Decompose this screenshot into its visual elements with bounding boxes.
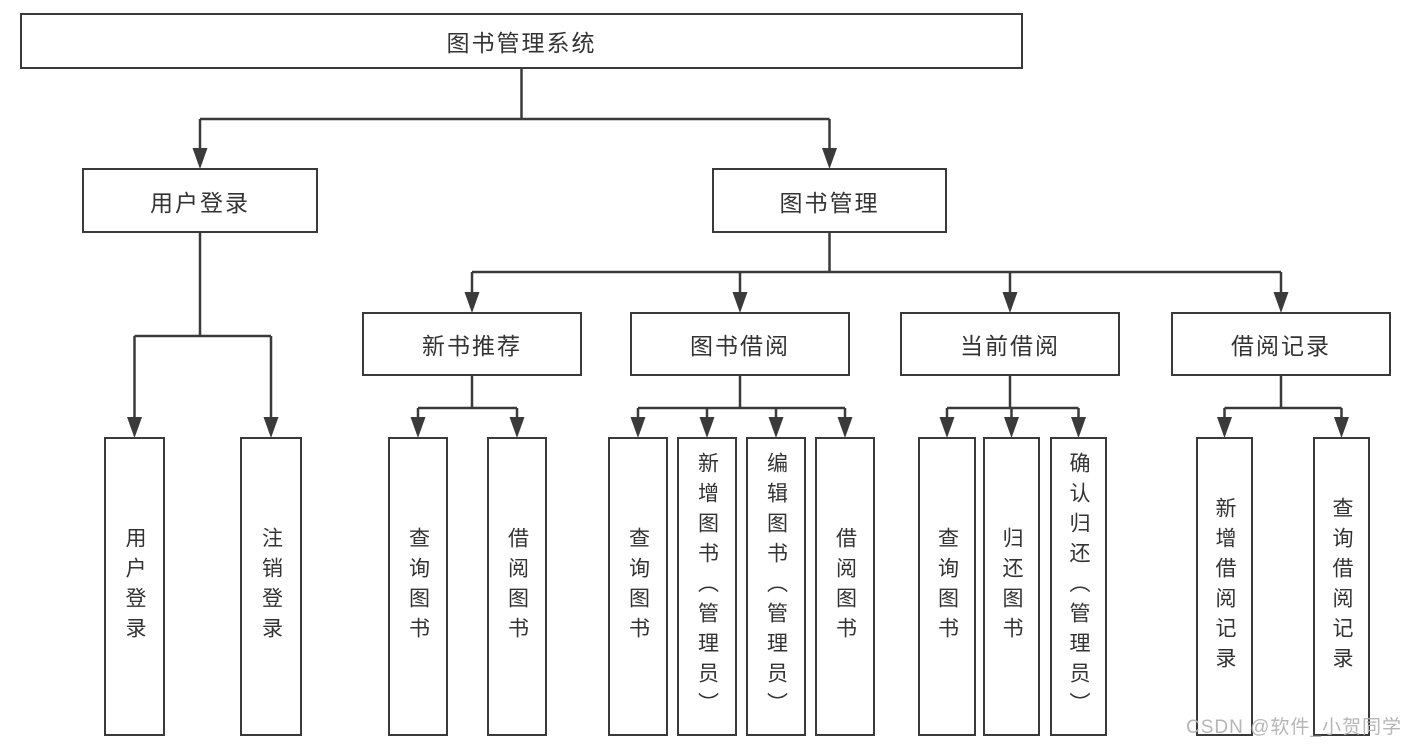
node-leaf-logout: 注销登录 xyxy=(240,437,302,736)
watermark: CSDN @软件_小贺同学 xyxy=(1186,717,1402,738)
node-label-leaf-edit-book: 编辑图书（管理员） xyxy=(764,451,788,722)
connector-book-borrowing xyxy=(636,376,847,423)
node-label-leaf-query-record: 查询借阅记录 xyxy=(1330,496,1353,677)
arrowhead-into-leaf-return-book xyxy=(1004,417,1019,438)
node-new-book-recommend: 新书推荐 xyxy=(362,312,582,376)
node-leaf-borrow-book-rec: 借阅图书 xyxy=(487,437,547,736)
arrowhead-into-new-book-recommend xyxy=(464,292,480,313)
arrowhead-into-leaf-edit-book xyxy=(768,417,784,438)
node-book-borrowing: 图书借阅 xyxy=(630,312,850,376)
arrowhead-into-leaf-user-login xyxy=(127,417,142,438)
connector-user-login xyxy=(133,233,273,423)
node-current-borrowing: 当前借阅 xyxy=(900,312,1120,376)
connector-book-management xyxy=(470,233,1283,298)
node-label-leaf-borrow-book-rec: 借阅图书 xyxy=(505,526,529,647)
node-leaf-query-book-rec: 查询图书 xyxy=(388,437,448,736)
node-label-leaf-query-book: 查询图书 xyxy=(626,526,650,647)
arrowhead-into-leaf-query-current xyxy=(939,417,955,438)
node-label-book-borrowing: 图书借阅 xyxy=(690,333,790,359)
connector-root xyxy=(198,69,831,154)
arrowhead-into-borrowing-records xyxy=(1273,292,1289,313)
node-leaf-add-book: 新增图书（管理员） xyxy=(677,437,737,736)
node-leaf-user-login: 用户登录 xyxy=(104,437,165,736)
node-label-leaf-add-record: 新增借阅记录 xyxy=(1213,496,1236,677)
node-leaf-borrow-book: 借阅图书 xyxy=(815,437,875,736)
arrowhead-into-book-management xyxy=(822,148,837,169)
arrowhead-into-current-borrowing xyxy=(1002,292,1018,313)
arrowhead-into-leaf-query-record xyxy=(1334,417,1349,438)
node-label-leaf-query-book-rec: 查询图书 xyxy=(406,526,430,647)
node-label-leaf-query-current: 查询图书 xyxy=(935,526,959,647)
arrowhead-into-user-login xyxy=(192,148,208,169)
node-label-leaf-borrow-book: 借阅图书 xyxy=(833,526,857,647)
node-label-borrowing-records: 借阅记录 xyxy=(1231,333,1331,359)
node-leaf-add-record: 新增借阅记录 xyxy=(1196,437,1253,736)
arrowhead-into-leaf-add-record xyxy=(1217,417,1232,438)
node-leaf-confirm-return: 确认归还（管理员） xyxy=(1050,437,1107,736)
node-label-book-management: 图书管理 xyxy=(779,189,880,216)
node-label-root: 图书管理系统 xyxy=(446,30,597,56)
node-label-leaf-add-book: 新增图书（管理员） xyxy=(695,451,719,722)
node-borrowing-records: 借阅记录 xyxy=(1171,312,1391,376)
arrowhead-into-leaf-query-book-rec xyxy=(410,417,426,438)
arrowhead-into-leaf-add-book xyxy=(699,417,715,438)
arrowhead-into-leaf-query-book xyxy=(630,417,646,438)
node-label-user-login: 用户登录 xyxy=(150,189,250,216)
node-leaf-return-book: 归还图书 xyxy=(983,437,1040,736)
connector-new-book-recommend xyxy=(416,376,519,423)
arrowhead-into-leaf-borrow-book xyxy=(837,417,853,438)
node-root: 图书管理系统 xyxy=(20,13,1023,69)
node-user-login: 用户登录 xyxy=(82,168,318,233)
node-leaf-edit-book: 编辑图书（管理员） xyxy=(746,437,806,736)
node-book-management: 图书管理 xyxy=(712,168,947,233)
connector-borrowing-records xyxy=(1223,376,1343,423)
node-label-new-book-recommend: 新书推荐 xyxy=(422,333,522,359)
arrowhead-into-leaf-logout xyxy=(263,417,279,438)
node-leaf-query-book: 查询图书 xyxy=(608,437,668,736)
node-label-leaf-confirm-return: 确认归还（管理员） xyxy=(1067,451,1090,722)
node-label-leaf-return-book: 归还图书 xyxy=(1000,526,1023,647)
node-leaf-query-record: 查询借阅记录 xyxy=(1313,437,1370,736)
node-label-leaf-logout: 注销登录 xyxy=(259,526,283,647)
connector-current-borrowing xyxy=(945,376,1080,423)
arrowhead-into-leaf-borrow-book-rec xyxy=(509,417,525,438)
arrowhead-into-leaf-confirm-return xyxy=(1071,417,1086,438)
node-label-leaf-user-login: 用户登录 xyxy=(123,526,146,647)
arrowhead-into-book-borrowing xyxy=(732,292,748,313)
node-leaf-query-current: 查询图书 xyxy=(918,437,976,736)
node-label-current-borrowing: 当前借阅 xyxy=(960,333,1060,359)
